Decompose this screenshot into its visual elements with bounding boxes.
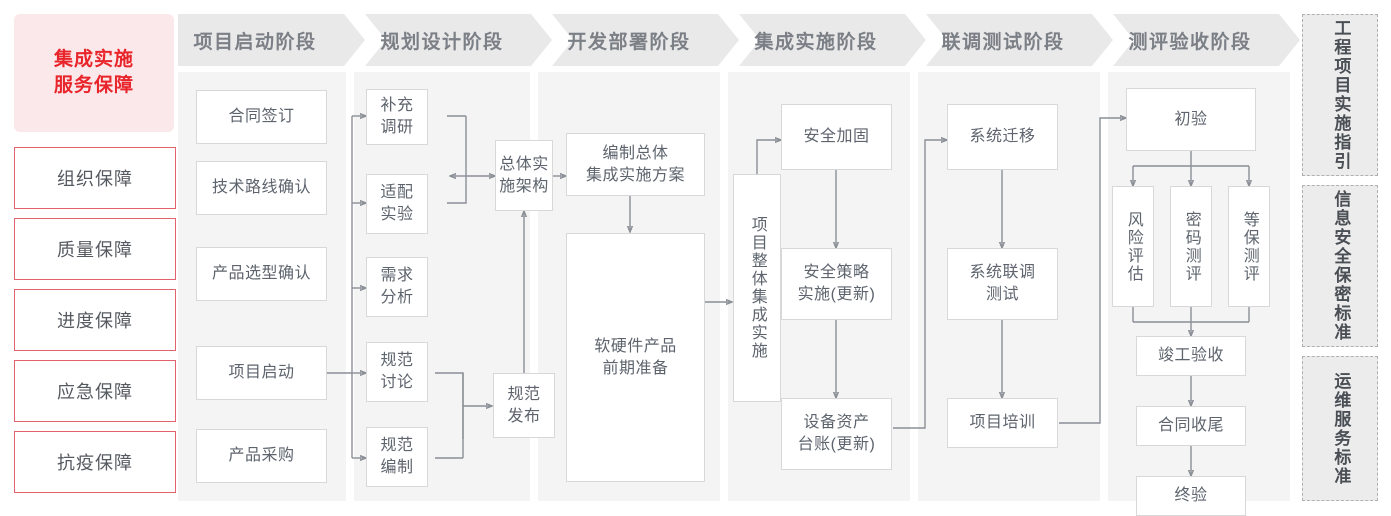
node-spec-drafting-line2: 编制 <box>380 459 414 476</box>
phase-header-5[interactable]: 联调测试阶段 <box>926 14 1113 66</box>
node-security-policy-implementation[interactable]: 安全策略实施(更新) <box>781 248 892 320</box>
phase-header-2-label: 规划设计阶段 <box>380 31 504 53</box>
node-requirement-analysis[interactable]: 需求分析 <box>366 257 428 317</box>
node-equipment-asset-ledger-line2: 台账(更新) <box>797 436 876 453</box>
guarantee-item-epidemic[interactable]: 抗疫保障 <box>14 431 176 493</box>
phase-header-5-label: 联调测试阶段 <box>941 31 1065 53</box>
node-product-selection-confirm[interactable]: 产品选型确认 <box>196 247 327 301</box>
node-equipment-asset-ledger-line1: 设备资产 <box>803 414 870 432</box>
node-spec-drafting-line1: 规范 <box>380 437 414 455</box>
node-draft-overall-integration-plan[interactable]: 编制总体集成实施方案 <box>566 133 705 196</box>
brand-title-line2: 服务保障 <box>53 75 134 96</box>
node-adaptation-experiment[interactable]: 适配实验 <box>366 174 428 234</box>
node-overall-implementation-architecture[interactable]: 总体实施架构 <box>495 140 553 211</box>
guarantee-item-organization[interactable]: 组织保障 <box>14 147 176 209</box>
node-overall-project-integration[interactable]: 项目整体集成实施 <box>733 174 781 402</box>
phase-header-3[interactable]: 开发部署阶段 <box>552 14 739 66</box>
node-hardware-software-preparation[interactable]: 软硬件产品前期准备 <box>566 233 705 482</box>
node-adaptation-experiment-line2: 实验 <box>380 206 414 223</box>
node-draft-overall-integration-plan-line1: 编制总体 <box>602 144 669 162</box>
node-spec-release-line1: 规范 <box>507 385 541 403</box>
phase-header-6-label: 测评验收阶段 <box>1128 31 1252 53</box>
guarantee-item-schedule[interactable]: 进度保障 <box>14 289 176 351</box>
node-contract-signing[interactable]: 合同签订 <box>196 90 327 144</box>
node-project-kickoff[interactable]: 项目启动 <box>196 346 327 400</box>
node-security-policy-implementation-line1: 安全策略 <box>803 264 870 282</box>
phase-header-4[interactable]: 集成实施阶段 <box>739 14 926 66</box>
guarantee-item-emergency[interactable]: 应急保障 <box>14 360 176 422</box>
brand-title-box: 集成实施 服务保障 <box>14 14 174 132</box>
node-requirement-analysis-line1: 需求 <box>380 267 414 285</box>
node-completion-acceptance[interactable]: 竣工验收 <box>1136 336 1246 376</box>
node-spec-release-line2: 发布 <box>507 407 541 425</box>
node-cryptography-evaluation[interactable]: 密码测评 <box>1170 186 1212 307</box>
node-supplementary-research-line2: 调研 <box>380 119 414 136</box>
node-spec-discussion-line2: 讨论 <box>380 374 414 391</box>
node-mlps-evaluation[interactable]: 等保测评 <box>1228 186 1270 307</box>
phase-header-6[interactable]: 测评验收阶段 <box>1113 14 1300 66</box>
node-requirement-analysis-line2: 分析 <box>380 289 414 306</box>
phase-header-1[interactable]: 项目启动阶段 <box>178 14 365 66</box>
node-tech-route-confirm[interactable]: 技术路线确认 <box>196 161 327 215</box>
node-preliminary-acceptance[interactable]: 初验 <box>1126 88 1256 151</box>
node-adaptation-experiment-line1: 适配 <box>380 184 414 202</box>
node-hardware-software-preparation-line2: 前期准备 <box>602 359 669 377</box>
node-final-acceptance[interactable]: 终验 <box>1136 476 1246 516</box>
brand-title-line1: 集成实施 <box>53 48 134 70</box>
node-system-joint-debugging-test[interactable]: 系统联调测试 <box>947 248 1058 320</box>
node-system-joint-debugging-test-line2: 测试 <box>985 286 1019 303</box>
node-spec-release[interactable]: 规范发布 <box>493 373 555 438</box>
node-overall-implementation-architecture-line2: 施架构 <box>499 177 549 195</box>
node-system-joint-debugging-test-line1: 系统联调 <box>969 264 1036 282</box>
guarantee-sidebar: 集成实施 服务保障 组织保障 质量保障 进度保障 应急保障 抗疫保障 <box>14 14 176 501</box>
node-security-policy-implementation-line2: 实施(更新) <box>797 286 876 303</box>
node-equipment-asset-ledger[interactable]: 设备资产台账(更新) <box>781 398 892 470</box>
node-spec-drafting[interactable]: 规范编制 <box>366 427 428 487</box>
standard-box-infosec-confidentiality[interactable]: 信息安全保密标准 <box>1302 185 1378 347</box>
node-spec-discussion-line1: 规范 <box>380 352 414 370</box>
phase-header-4-label: 集成实施阶段 <box>754 31 878 53</box>
node-risk-assessment[interactable]: 风险评估 <box>1112 186 1154 307</box>
node-spec-discussion[interactable]: 规范讨论 <box>366 342 428 402</box>
node-product-procurement[interactable]: 产品采购 <box>196 429 327 483</box>
node-security-hardening[interactable]: 安全加固 <box>781 104 892 170</box>
node-overall-implementation-architecture-line1: 总体实 <box>499 155 549 173</box>
standard-box-om-service[interactable]: 运维服务标准 <box>1302 356 1378 501</box>
guarantee-item-quality[interactable]: 质量保障 <box>14 218 176 280</box>
phase-header-1-label: 项目启动阶段 <box>193 31 317 53</box>
node-supplementary-research-line1: 补充 <box>380 97 414 115</box>
node-contract-closeout[interactable]: 合同收尾 <box>1136 406 1246 446</box>
node-supplementary-research[interactable]: 补充调研 <box>366 89 428 145</box>
node-hardware-software-preparation-line1: 软硬件产品 <box>594 337 677 355</box>
node-project-training[interactable]: 项目培训 <box>947 398 1058 448</box>
node-draft-overall-integration-plan-line2: 集成实施方案 <box>585 166 685 184</box>
phase-header-2[interactable]: 规划设计阶段 <box>365 14 552 66</box>
phase-header-3-label: 开发部署阶段 <box>567 31 691 53</box>
standard-box-engineering-guideline[interactable]: 工程项目实施指引 <box>1302 14 1378 176</box>
node-system-migration[interactable]: 系统迁移 <box>947 104 1058 170</box>
